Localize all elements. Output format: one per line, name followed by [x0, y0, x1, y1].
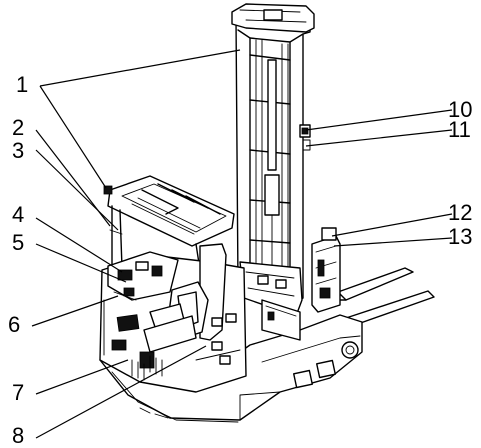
leader-5 — [35, 243, 127, 283]
callout-labels: 1 2 3 4 5 6 7 8 10 11 12 13 — [8, 72, 472, 448]
callout-13: 13 — [448, 224, 472, 249]
leader-10 — [305, 109, 453, 131]
leader-1a — [39, 49, 241, 87]
callout-7: 7 — [12, 380, 24, 405]
callout-10: 10 — [448, 97, 472, 122]
operator-compartment — [99, 243, 247, 393]
leader-lines — [31, 49, 453, 439]
callout-2: 2 — [12, 115, 24, 140]
callout-1: 1 — [16, 72, 28, 97]
callout-5: 5 — [12, 230, 24, 255]
leader-8 — [35, 345, 207, 439]
leader-11 — [305, 129, 453, 147]
mast — [231, 3, 315, 304]
leader-6 — [31, 295, 119, 327]
callout-6: 6 — [8, 312, 20, 337]
leader-4 — [35, 217, 123, 273]
callout-4: 4 — [12, 202, 24, 227]
callout-12: 12 — [448, 200, 472, 225]
leader-1b — [39, 85, 107, 189]
callout-3: 3 — [12, 138, 24, 163]
leader-13 — [333, 237, 453, 247]
leader-7 — [35, 359, 129, 395]
overhead-guard — [103, 175, 235, 271]
load-backrest — [311, 227, 341, 313]
carriage — [239, 261, 303, 341]
forks — [337, 267, 435, 327]
leader-12 — [331, 213, 453, 237]
callout-8: 8 — [12, 423, 24, 448]
callout-11: 11 — [448, 117, 471, 142]
leader-3 — [35, 149, 119, 231]
